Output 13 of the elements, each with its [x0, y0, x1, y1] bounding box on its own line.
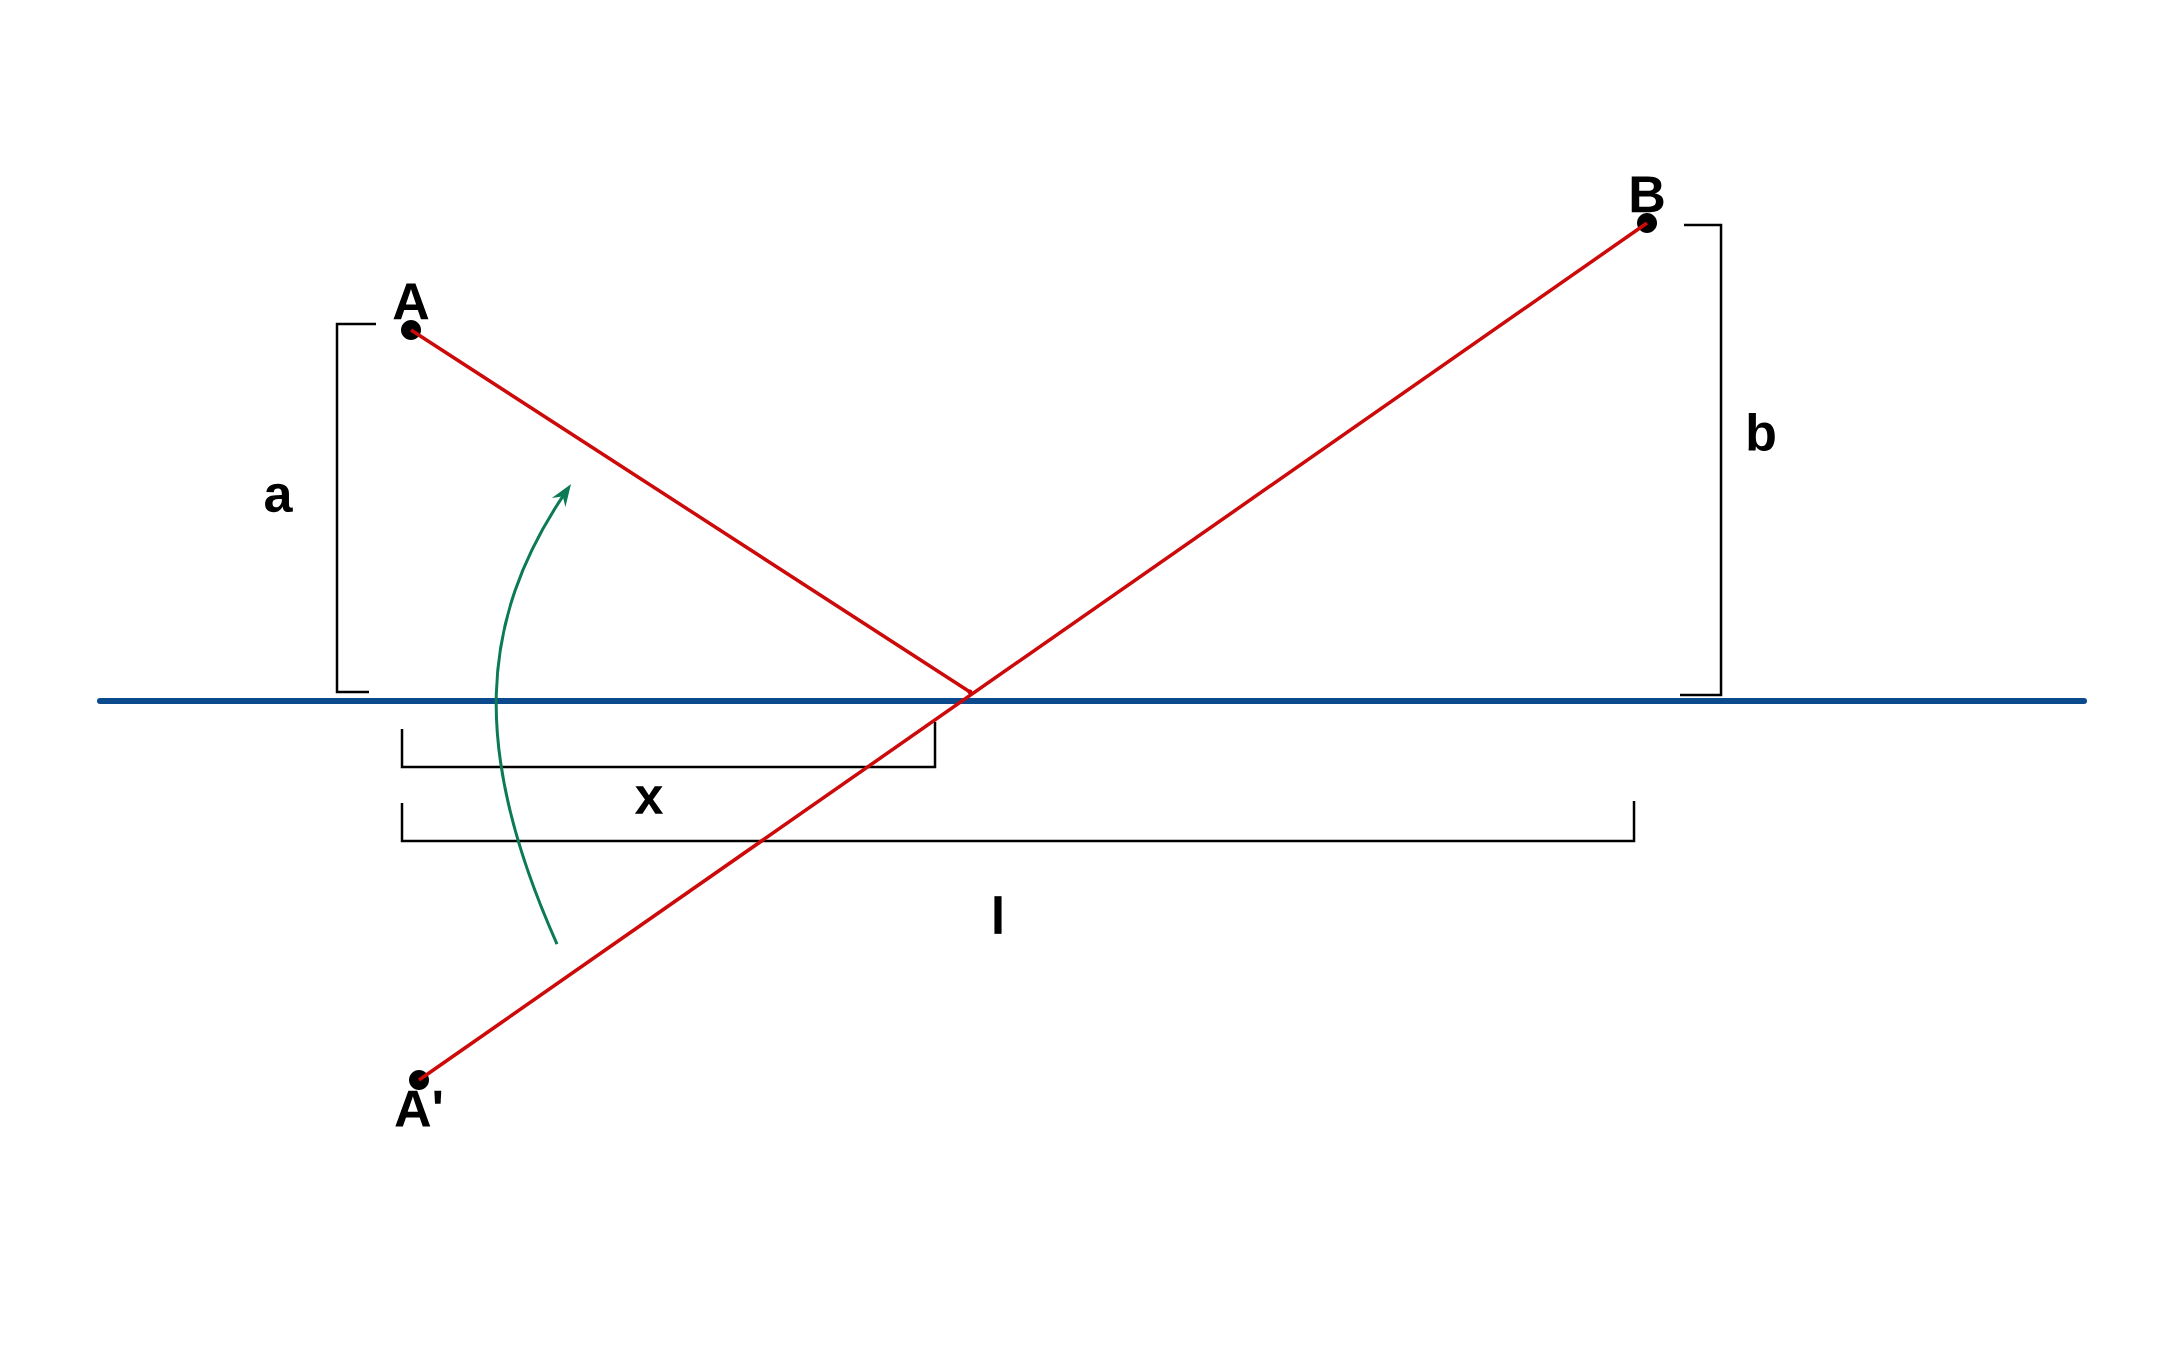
light-ray — [410, 328, 971, 694]
node-label: A' — [395, 1090, 442, 1127]
light-ray — [418, 221, 1649, 1082]
node-label: A — [393, 283, 429, 320]
reflection-point — [967, 689, 973, 695]
dimension-label: a — [265, 483, 293, 513]
point: B — [1631, 176, 1664, 233]
dimension-label: l — [994, 896, 1002, 934]
dimension-label: x — [634, 786, 664, 814]
dimension-label: b — [1748, 412, 1775, 452]
node-label: B — [1631, 176, 1664, 213]
point: A — [393, 283, 429, 340]
point: A' — [395, 1070, 442, 1127]
